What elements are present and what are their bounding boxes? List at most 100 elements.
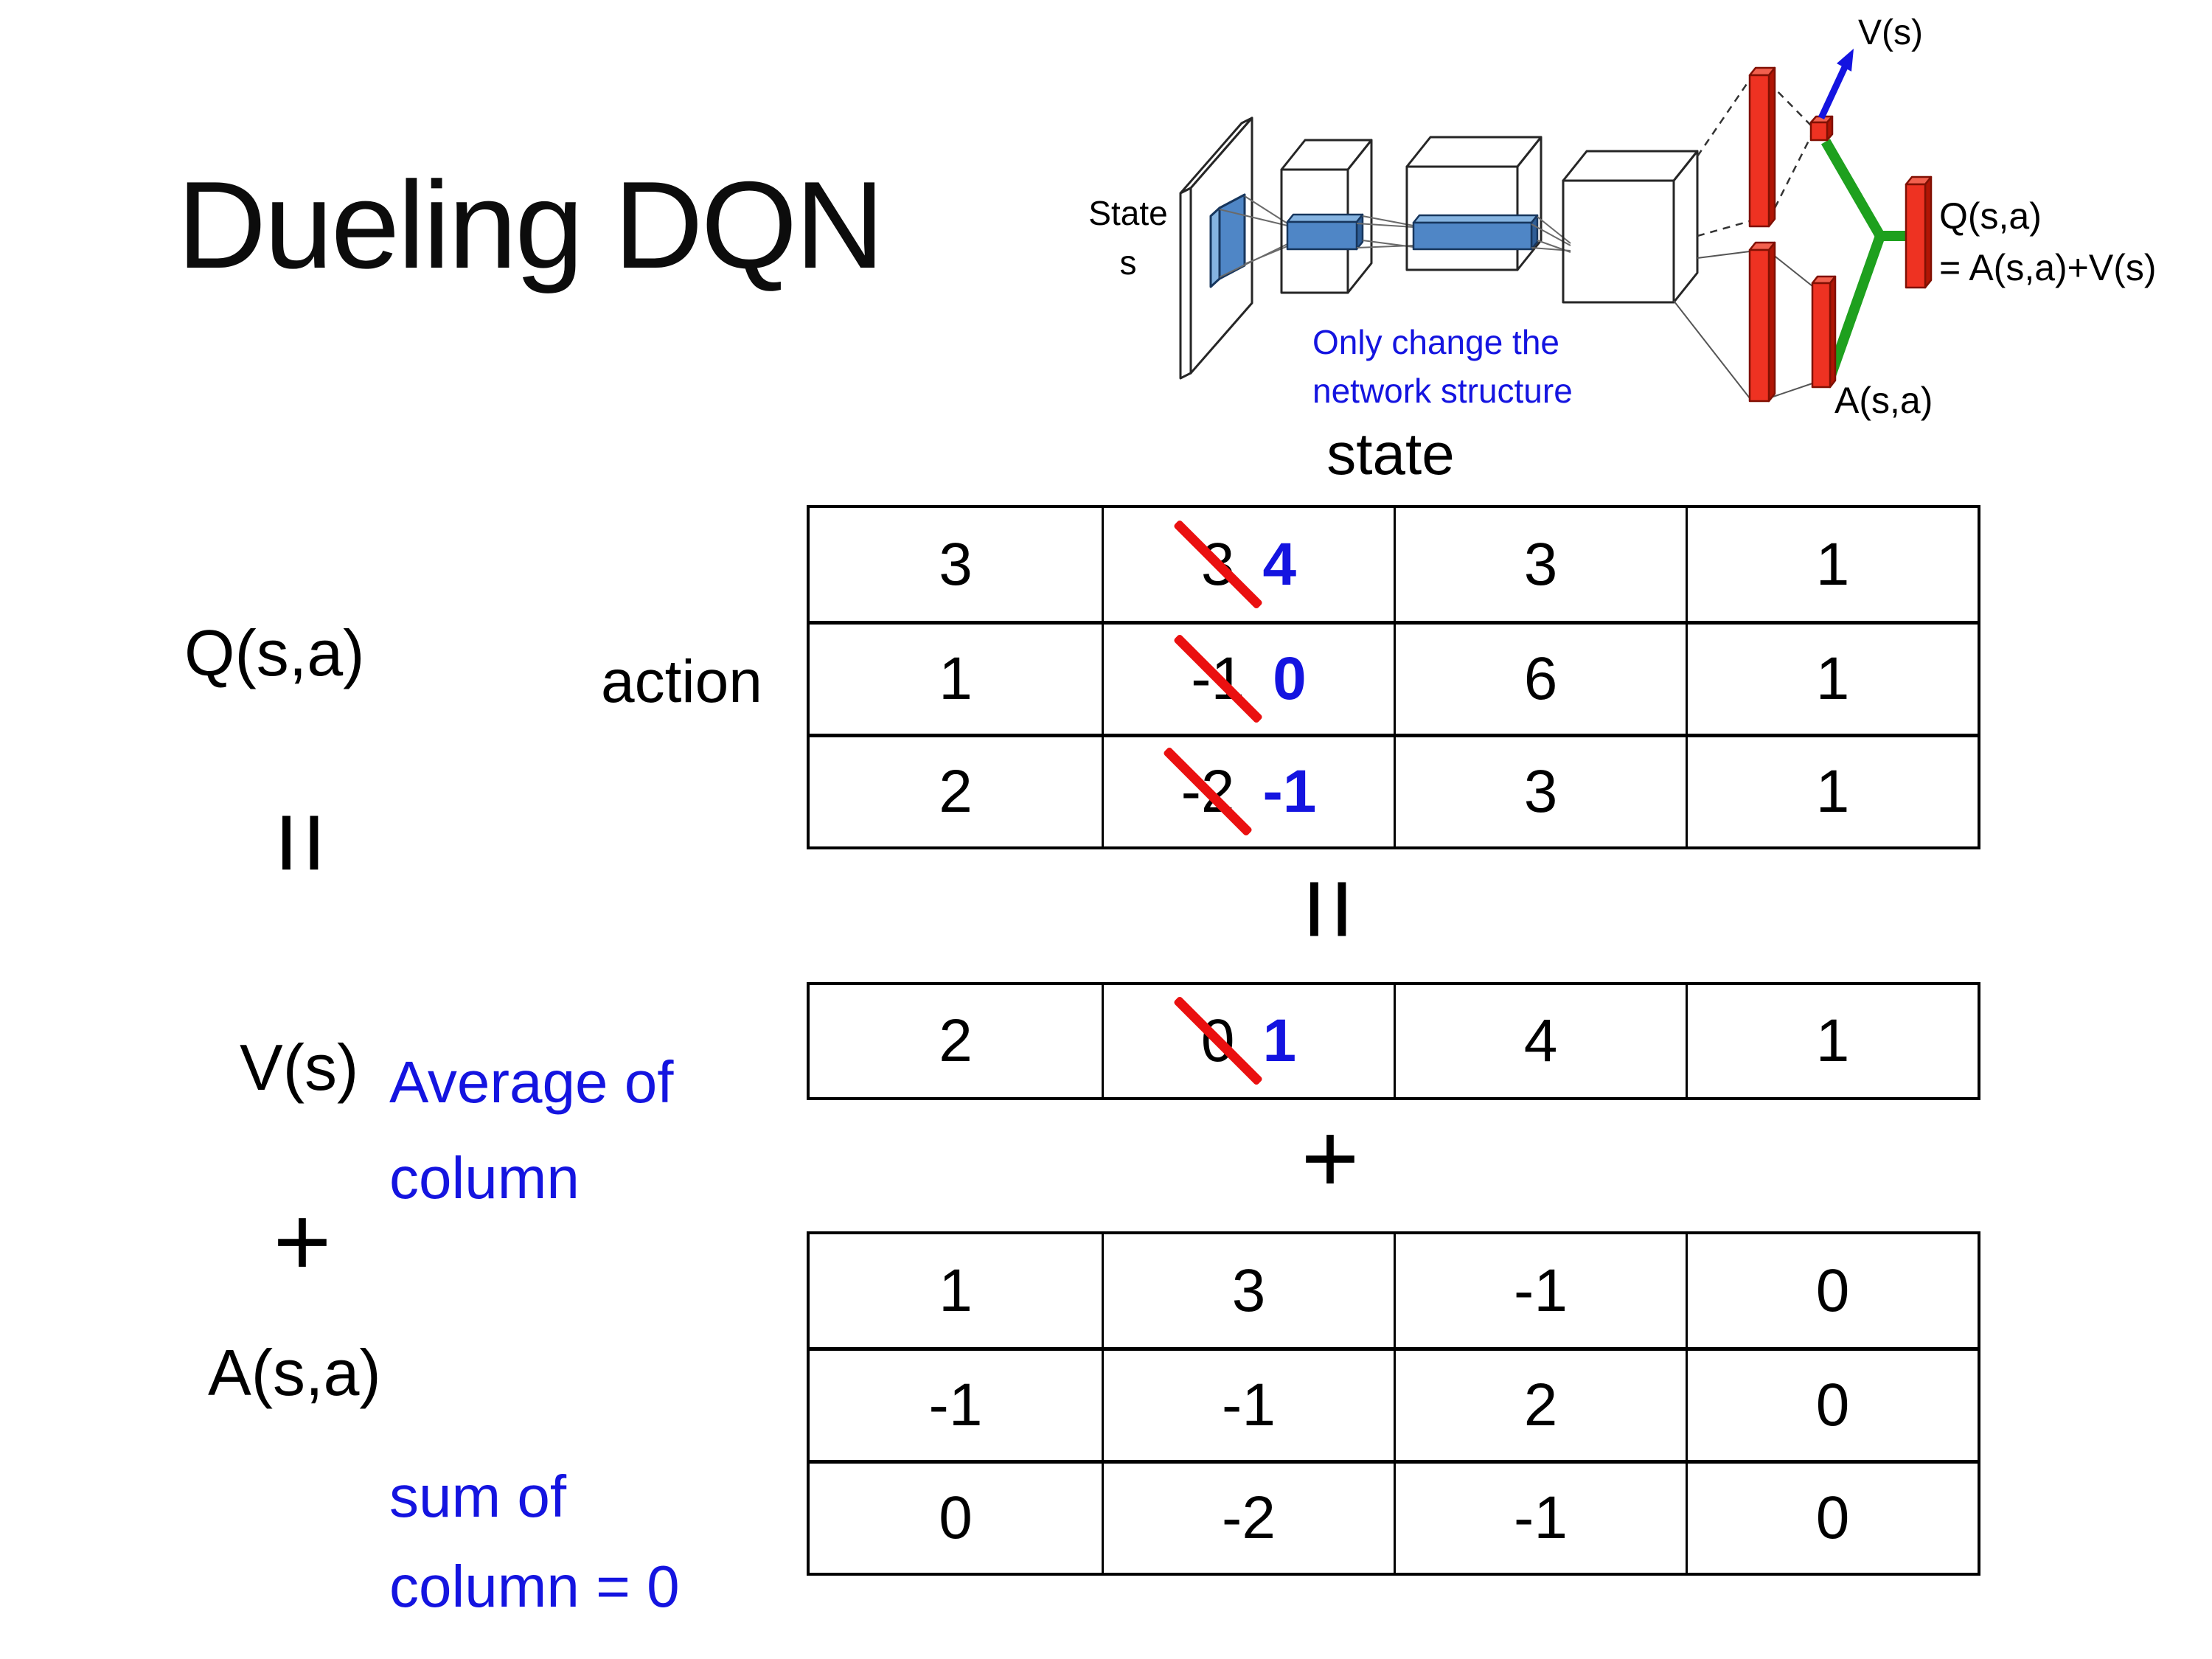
- network-diagram: State s: [1088, 13, 2157, 421]
- v-cell: 4: [1394, 985, 1686, 1097]
- q-cell: 3: [1394, 734, 1686, 846]
- a-value: 0: [939, 1484, 973, 1551]
- diagram-a-output-label: A(s,a): [1834, 380, 1933, 421]
- a-cell: 1: [810, 1234, 1102, 1347]
- v-scalar-icon: [1809, 115, 1834, 142]
- hidden-bar-top-icon: [1748, 66, 1776, 228]
- a-cell: -1: [1394, 1234, 1686, 1347]
- q-cell: 3: [810, 508, 1102, 621]
- v-value: 4: [1523, 1007, 1558, 1074]
- a-cell: 0: [1686, 1234, 1978, 1347]
- a-cell: -2: [1102, 1460, 1394, 1573]
- a-value: 3: [1231, 1256, 1266, 1324]
- q-cell: 6: [1394, 621, 1686, 734]
- diagram-q-output-label-2: = A(s,a)+V(s): [1939, 247, 2157, 288]
- q-value: 1: [1815, 530, 1850, 598]
- q-vector-icon: [1905, 175, 1933, 289]
- v-table: 2 0 1 4 1: [807, 982, 1980, 1100]
- merge-green-link: [1820, 139, 1906, 384]
- q-old-value: 3: [1172, 518, 1263, 610]
- diagram-note-line1: Only change the: [1312, 323, 1559, 361]
- conv-box-1-icon: [1280, 139, 1373, 294]
- a-cell: 3: [1102, 1234, 1394, 1347]
- q-cell: 1: [1686, 734, 1978, 846]
- a-cell: -1: [1102, 1347, 1394, 1460]
- average-note-line2: column: [389, 1145, 580, 1211]
- dashed-links-v-stream: [1696, 79, 1812, 237]
- equals-sign-under-table: =: [1267, 877, 1392, 942]
- v-cell: 1: [1686, 985, 1978, 1097]
- equals-sign-left: =: [240, 810, 364, 875]
- q-cell: 3: [1394, 508, 1686, 621]
- q-value: 1: [1815, 645, 1850, 712]
- sum-note-line1: sum of: [389, 1464, 567, 1529]
- a-cell: 0: [1686, 1460, 1978, 1573]
- v-new-value: 1: [1262, 1007, 1297, 1074]
- q-cell: 2: [810, 734, 1102, 846]
- slide-title: Dueling DQN: [177, 156, 885, 294]
- q-cell-corrected: -1 0: [1102, 621, 1394, 734]
- fan-lines-input: [1219, 195, 1288, 278]
- q-cell: 1: [810, 621, 1102, 734]
- a-value: -1: [1222, 1371, 1276, 1439]
- average-note-line1: Average of: [389, 1049, 674, 1115]
- q-new-value: 4: [1262, 530, 1297, 598]
- q-table: 3 3 4 3 1 1 -1 0 6 1 2 -2 -1 3 1: [807, 505, 1980, 849]
- a-cell: 2: [1394, 1347, 1686, 1460]
- q-value: 3: [1523, 530, 1558, 598]
- feature-bar-2-icon: [1412, 214, 1539, 251]
- a-cell: -1: [810, 1347, 1102, 1460]
- q-old-value: -2: [1162, 746, 1253, 837]
- a-value: -1: [1514, 1256, 1568, 1324]
- v-cell-corrected: 0 1: [1102, 985, 1394, 1097]
- q-new-value: -1: [1262, 758, 1317, 825]
- q-cell: 1: [1686, 508, 1978, 621]
- a-cell: 0: [1686, 1347, 1978, 1460]
- diagram-q-output-label-1: Q(s,a): [1939, 195, 2042, 237]
- a-value: 0: [1815, 1256, 1850, 1324]
- solid-links-a-stream: [1673, 251, 1813, 399]
- q-value: 3: [1523, 758, 1558, 825]
- a-vector-icon: [1811, 275, 1837, 389]
- v-label: V(s): [240, 1031, 359, 1104]
- q-value: 6: [1523, 645, 1558, 712]
- q-matrix-label: Q(s,a): [184, 616, 365, 689]
- diagram-state-sub-label: s: [1120, 243, 1137, 282]
- v-arrow-icon: [1818, 49, 1854, 119]
- a-value: -2: [1222, 1484, 1276, 1551]
- fc-box-icon: [1562, 150, 1699, 304]
- plus-sign-left: +: [273, 1185, 332, 1297]
- state-axis-label: state: [1326, 421, 1455, 487]
- a-value: -1: [1514, 1484, 1568, 1551]
- a-value: 2: [1523, 1371, 1558, 1439]
- equals-sign-under-table-wrap: =: [807, 854, 1854, 964]
- diagram-note-line2: network structure: [1312, 372, 1573, 410]
- equals-sign-left-wrap: =: [240, 787, 364, 898]
- a-value: 0: [1815, 1484, 1850, 1551]
- diagram-v-output-label: V(s): [1858, 13, 1923, 52]
- q-old-value: -1: [1172, 633, 1263, 724]
- a-value: -1: [928, 1371, 983, 1439]
- v-value: 2: [939, 1007, 973, 1074]
- v-value: 1: [1815, 1007, 1850, 1074]
- plus-sign-between-tables: +: [1301, 1102, 1360, 1214]
- q-cell: 1: [1686, 621, 1978, 734]
- conv-filter-icon: [1209, 193, 1246, 288]
- v-cell: 2: [810, 985, 1102, 1097]
- q-value: 1: [939, 645, 973, 712]
- a-table: 1 3 -1 0 -1 -1 2 0 0 -2 -1 0: [807, 1231, 1980, 1576]
- feature-bar-1-icon: [1286, 213, 1364, 251]
- q-value: 1: [1815, 758, 1850, 825]
- sum-note-line2: column = 0: [389, 1554, 680, 1619]
- diagram-state-label: State: [1088, 194, 1167, 232]
- v-old-value: 0: [1172, 995, 1263, 1086]
- action-axis-label: action: [601, 648, 762, 715]
- a-value: 1: [939, 1256, 973, 1324]
- hidden-bar-bottom-icon: [1748, 241, 1776, 403]
- a-cell: -1: [1394, 1460, 1686, 1573]
- a-matrix-label: A(s,a): [208, 1336, 381, 1409]
- q-value: 3: [939, 530, 973, 598]
- q-value: 2: [939, 758, 973, 825]
- a-cell: 0: [810, 1460, 1102, 1573]
